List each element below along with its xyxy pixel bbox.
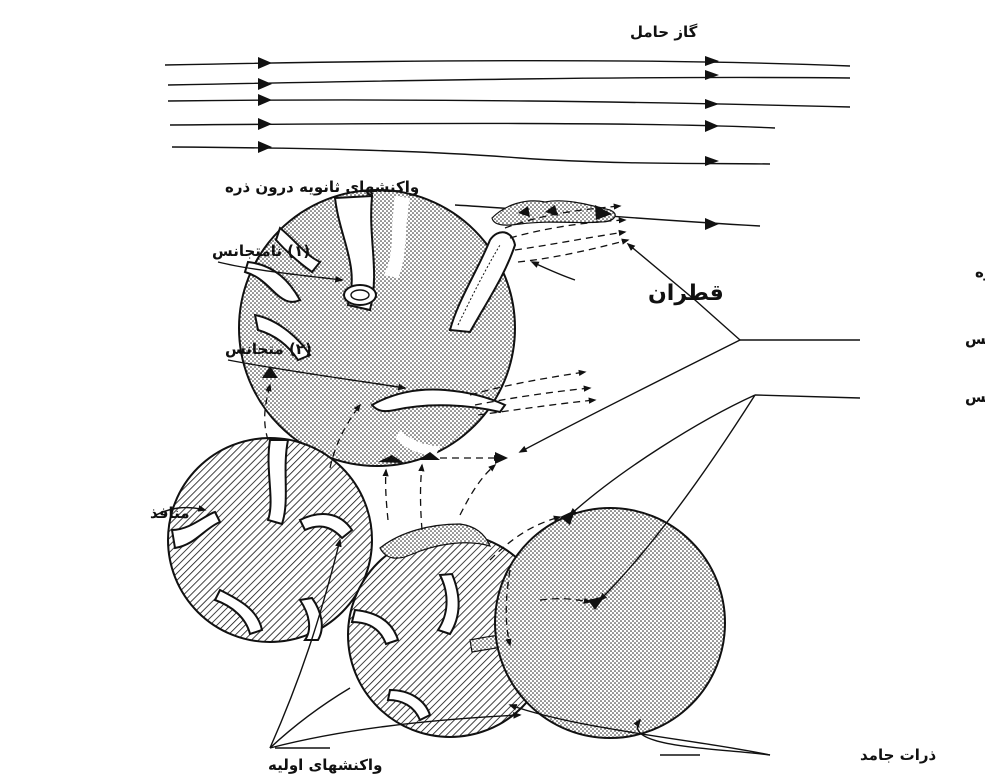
- heterogeneous-2-label: (۲) نامتجانس: [965, 388, 985, 406]
- primary-particle-left: [168, 438, 372, 642]
- carrier-gas-streamlines: [165, 56, 850, 230]
- carrier-gas-label: گاز حامل: [630, 23, 698, 41]
- heterogeneous-1-label: (۱) نامتجانس: [212, 242, 310, 260]
- solid-particle: [495, 508, 725, 738]
- secondary-reaction-particle: [239, 190, 515, 466]
- secondary-outside-label: واکنشهای ثانویه بیرون ذره: [975, 263, 985, 281]
- secondary-inside-label: واکنشهای ثانویه درون ذره: [225, 178, 419, 196]
- solid-particles-label: ذرات جامد: [860, 746, 936, 764]
- homogeneous-2-label: (۲) متجانس: [225, 340, 312, 358]
- tar-label: قطران: [648, 281, 724, 306]
- primary-reactions-label: واکنشهای اولیه: [268, 756, 382, 774]
- homogeneous-1-label: (۱) متجانس: [965, 330, 985, 348]
- pores-label: منافذ: [150, 504, 190, 522]
